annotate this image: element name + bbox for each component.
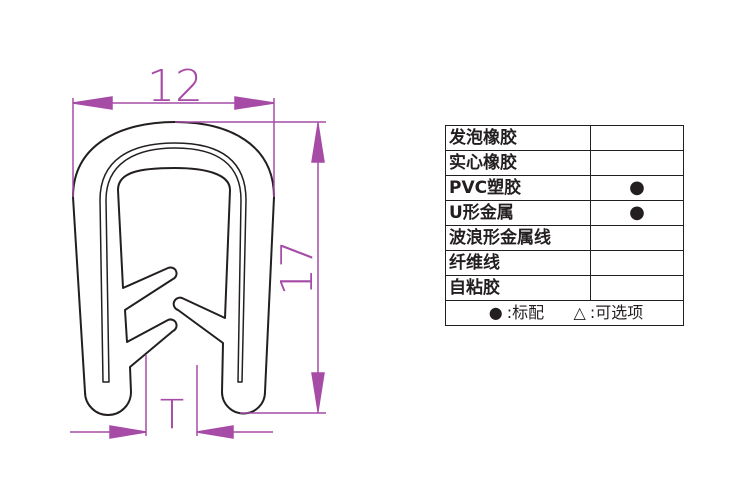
row-label: 波浪形金属线 <box>445 225 591 251</box>
row-mark <box>590 150 684 176</box>
arrow-up-icon <box>311 123 325 163</box>
row-label: 自粘胶 <box>445 275 591 301</box>
optional-symbol-icon: △ <box>573 303 586 322</box>
row-mark <box>590 125 684 151</box>
table-row: 自粘胶 <box>445 275 684 301</box>
arrow-down-icon <box>311 372 325 412</box>
standard-label: :标配 <box>506 303 545 322</box>
arrow-left-icon <box>72 96 113 110</box>
row-mark <box>590 250 684 276</box>
table-row: 实心橡胶 <box>445 150 684 176</box>
metal-strip <box>99 142 247 383</box>
row-mark <box>590 275 684 301</box>
row-mark: ● <box>590 175 684 201</box>
standard-symbol-icon: ● <box>488 303 503 322</box>
row-label: 发泡橡胶 <box>445 125 591 151</box>
arrow-left-icon <box>196 425 234 439</box>
width-label: 12 <box>147 61 203 112</box>
row-label: 纤维线 <box>445 250 591 276</box>
table-row: 发泡橡胶 <box>445 125 684 151</box>
height-label: 17 <box>272 240 323 296</box>
thickness-label: T <box>160 392 184 438</box>
row-mark <box>590 225 684 251</box>
material-spec-table: 发泡橡胶 实心橡胶 PVC塑胶● U形金属● 波浪形金属线 纤维线 自粘胶 ●:… <box>445 125 684 326</box>
legend-row: ●:标配 △:可选项 <box>445 300 684 326</box>
row-label: U形金属 <box>445 200 591 226</box>
profile-outline <box>72 121 275 416</box>
table-row: 波浪形金属线 <box>445 225 684 251</box>
arrow-right-icon <box>234 96 275 110</box>
legend: ●:标配 △:可选项 <box>445 300 684 326</box>
table-row: PVC塑胶● <box>445 175 684 201</box>
row-label: PVC塑胶 <box>445 175 591 201</box>
arrow-right-icon <box>109 425 147 439</box>
row-mark: ● <box>590 200 684 226</box>
row-label: 实心橡胶 <box>445 150 591 176</box>
optional-label: :可选项 <box>589 303 644 322</box>
table-row: 纤维线 <box>445 250 684 276</box>
table-row: U形金属● <box>445 200 684 226</box>
